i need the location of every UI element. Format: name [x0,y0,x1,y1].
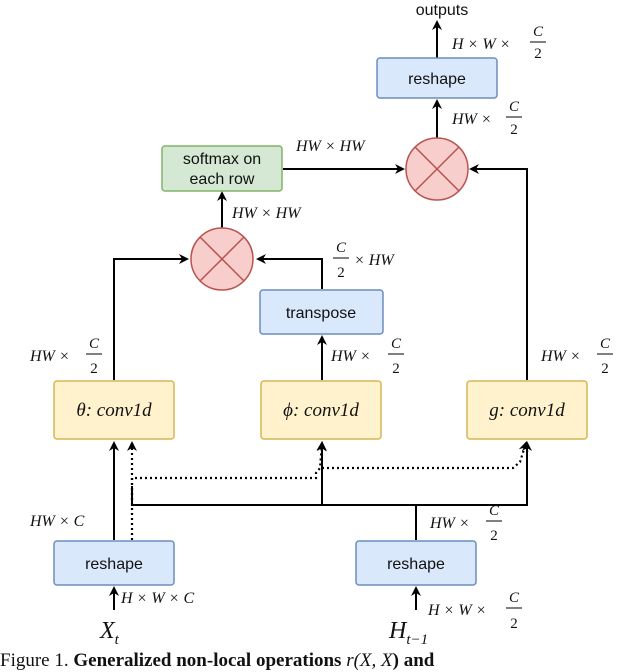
theta-out-hw: HW × [29,348,70,365]
edge-reshapeh-to-theta [131,486,416,506]
svg-text:g: conv1d: g: conv1d [489,400,565,421]
svg-text:θ: conv1d: θ: conv1d [76,400,152,421]
theta-symbol: θ [76,400,85,421]
multiply-node-2 [405,137,469,201]
reshape-h-c-den: 2 [490,528,498,544]
caption-tail2: , X [371,650,393,671]
reshape-x-out-dims: HW × C [29,513,85,530]
svg-text:ϕ: conv1d: ϕ: conv1d [283,400,359,421]
phi-out-hw: HW × [330,348,371,365]
edge-reshapex-dotted-g [322,441,529,470]
transpose-c-den: 2 [337,265,345,281]
phi-symbol: ϕ [283,400,293,421]
theta-c-num: C [89,336,100,352]
edge-g-to-mult2 [469,164,528,380]
mult2-c-num: C [509,99,520,115]
edge-reshapex-dotted-phi [130,441,327,500]
out-c-num: C [533,24,544,40]
softmax-label-line1: softmax on [183,151,261,168]
g-out-hw: HW × [540,348,581,365]
out-hw-label: H × W × [451,36,510,53]
softmax-out-dims: HW × HW [295,138,366,155]
mult2-hw-label: HW × [451,111,492,128]
transpose-c-num: C [336,240,347,256]
caption-tail: r(X [346,650,372,671]
outputs-label: outputs [416,2,468,19]
g-c-num: C [600,336,611,352]
figure-caption: Figure 1. Generalized non-local operatio… [0,650,640,672]
theta-c-den: 2 [90,361,98,377]
theta-conv-box: θ: conv1d [53,380,175,440]
phi-c-num: C [391,336,402,352]
reshape-h-label: reshape [387,556,445,573]
transpose-box: transpose [259,289,384,335]
svg-text:Ht−1: Ht−1 [388,618,428,648]
reshape-h-out-hw: HW × [429,515,470,532]
g-symbol: g [489,400,499,421]
mult1-out-dims: HW × HW [231,205,302,222]
multiply-node-1 [190,227,254,291]
xt-subscript: t [115,632,120,648]
phi-conv-box: ϕ: conv1d [260,380,382,440]
ht-in-hw: H × W × [427,602,486,619]
reshape-x-label: reshape [85,556,143,573]
ht-c-num: C [509,590,520,606]
transpose-label: transpose [286,305,356,322]
ht-symbol: H [388,618,408,644]
out-c-den: 2 [534,46,542,62]
edge-theta-to-mult1 [113,254,189,380]
theta-conv-text: : conv1d [86,400,152,421]
g-c-den: 2 [601,361,609,377]
reshape-h-c-num: C [489,503,500,519]
reshape-output-box: reshape [376,57,498,99]
reshape-output-label: reshape [408,71,466,88]
xt-in-dims: H × W × C [120,590,194,607]
mult2-c-den: 2 [510,122,518,138]
g-conv-text: : conv1d [499,400,565,421]
reshape-x-box: reshape [53,540,175,586]
caption-tail3: ) and [392,650,435,671]
ht-c-den: 2 [510,616,518,632]
transpose-out-dims: × HW [354,252,395,269]
reshape-h-box: reshape [355,540,477,586]
caption-prefix: Figure 1. [0,650,69,671]
diagram: reshape softmax on each row transpose θ:… [29,2,613,648]
softmax-box: softmax on each row [161,145,283,192]
g-conv-box: g: conv1d [466,380,588,440]
caption-bold: Generalized non-local operations [73,650,342,671]
edge-reshapeh-to-g [416,441,532,506]
xt-symbol: X [99,618,116,644]
phi-c-den: 2 [392,361,400,377]
svg-text:Xt: Xt [99,618,120,648]
phi-conv-text: : conv1d [293,400,359,421]
softmax-label-line2: each row [190,171,255,188]
edge-transpose-to-mult1 [256,254,323,289]
ht-subscript: t−1 [406,632,428,648]
